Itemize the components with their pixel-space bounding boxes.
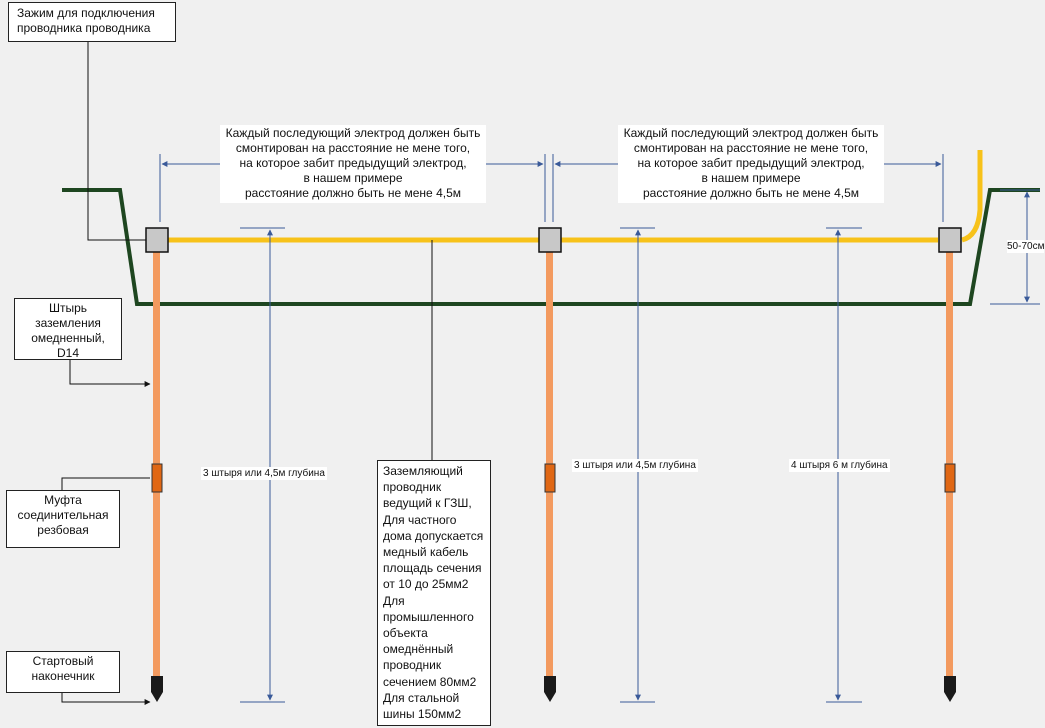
rod-callout: Штырь заземления омедненный, D14 xyxy=(14,298,122,360)
depth-dimension-left xyxy=(240,227,285,703)
spacing-note-line: в нашем примере xyxy=(303,171,403,185)
spacing-note-line: Каждый последующий электрод должен быть xyxy=(623,126,879,140)
tip-left xyxy=(151,676,163,702)
coupling-left xyxy=(151,463,163,493)
clamp-callout-line: проводника проводника xyxy=(17,21,151,35)
coupling-right xyxy=(944,463,956,493)
spacing-note-line: на которое забит предыдущий электрод, xyxy=(239,156,467,170)
conductor-note-line: Для xyxy=(383,593,405,608)
trench-ground-line xyxy=(62,188,1040,306)
conductor-note-line: от 10 до 25мм2 xyxy=(383,577,469,592)
conductor-note-line: Для частного xyxy=(383,512,457,527)
conductor-note-line: шины 150мм2 xyxy=(383,707,462,722)
rod-callout-line: омедненный, D14 xyxy=(31,331,105,360)
conductor-note-line: ведущий к ГЗШ, xyxy=(383,496,472,511)
conductor-note-line: объекта xyxy=(383,626,428,641)
tip-middle xyxy=(544,676,556,702)
rod-callout-line: Штырь xyxy=(48,301,88,315)
tip-callout: Стартовый наконечник xyxy=(6,651,120,693)
tip-leader xyxy=(61,693,151,705)
rod-leader xyxy=(69,360,151,387)
conductor-note-line: Для стальной xyxy=(383,690,460,705)
coupling-callout: Муфта соединительная резбовая xyxy=(6,490,120,548)
clamp-middle xyxy=(538,227,562,253)
spacing-note-right: Каждый последующий электрод должен быть … xyxy=(618,125,884,203)
conductor-note-line: площадь сечения xyxy=(383,561,482,576)
conductor-note-line: проводник xyxy=(383,480,442,495)
conductor-note-line: проводник xyxy=(383,658,442,673)
coupling-middle xyxy=(544,463,556,493)
spacing-note-line: расстояние должно быть не мене 4,5м xyxy=(643,186,859,200)
clamp-callout: Зажим для подключения проводника проводн… xyxy=(8,2,176,42)
trench-depth-label: 50-70см xyxy=(1007,240,1045,253)
tip-callout-line: Стартовый xyxy=(32,654,94,668)
depth-label-left: 3 штыря или 4,5м глубина xyxy=(201,467,327,480)
clamp-right xyxy=(938,227,962,253)
depth-label-right: 4 штыря 6 м глубина xyxy=(789,459,890,472)
spacing-note-line: смонтирован на расстояние не мене того, xyxy=(235,141,471,155)
conductor-note-line: промышленного xyxy=(383,609,474,624)
grounding-conductor-riser xyxy=(961,150,983,243)
conductor-note-line: медный кабель xyxy=(383,545,469,560)
spacing-note-line: расстояние должно быть не мене 4,5м xyxy=(245,186,461,200)
coupling-callout-line: резбовая xyxy=(37,523,89,537)
conductor-note-line: омеднённый xyxy=(383,642,454,657)
conductor-note-line: сечением 80мм2 xyxy=(383,674,477,689)
coupling-callout-line: соединительная xyxy=(17,508,109,522)
conductor-note-line: дома допускается xyxy=(383,528,484,543)
spacing-note-line: в нашем примере xyxy=(701,171,801,185)
spacing-note-line: на которое забит предыдущий электрод, xyxy=(637,156,865,170)
tip-right xyxy=(944,676,956,702)
tip-callout-line: наконечник xyxy=(31,669,95,683)
coupling-callout-line: Муфта xyxy=(44,493,82,507)
spacing-note-line: смонтирован на расстояние не мене того, xyxy=(633,141,869,155)
coupling-leader xyxy=(61,477,150,490)
depth-label-middle: 3 штыря или 4,5м глубина xyxy=(572,459,698,472)
clamp-callout-line: Зажим для подключения xyxy=(17,6,155,20)
conductor-note-line: Заземляющий xyxy=(383,464,463,478)
spacing-note-left: Каждый последующий электрод должен быть … xyxy=(220,125,486,203)
clamp-left xyxy=(145,227,169,253)
rod-callout-line: заземления xyxy=(35,316,101,330)
spacing-note-line: Каждый последующий электрод должен быть xyxy=(225,126,481,140)
clamp-leader xyxy=(87,42,146,241)
conductor-note: Заземляющий проводник ведущий к ГЗШ, Для… xyxy=(377,460,491,726)
